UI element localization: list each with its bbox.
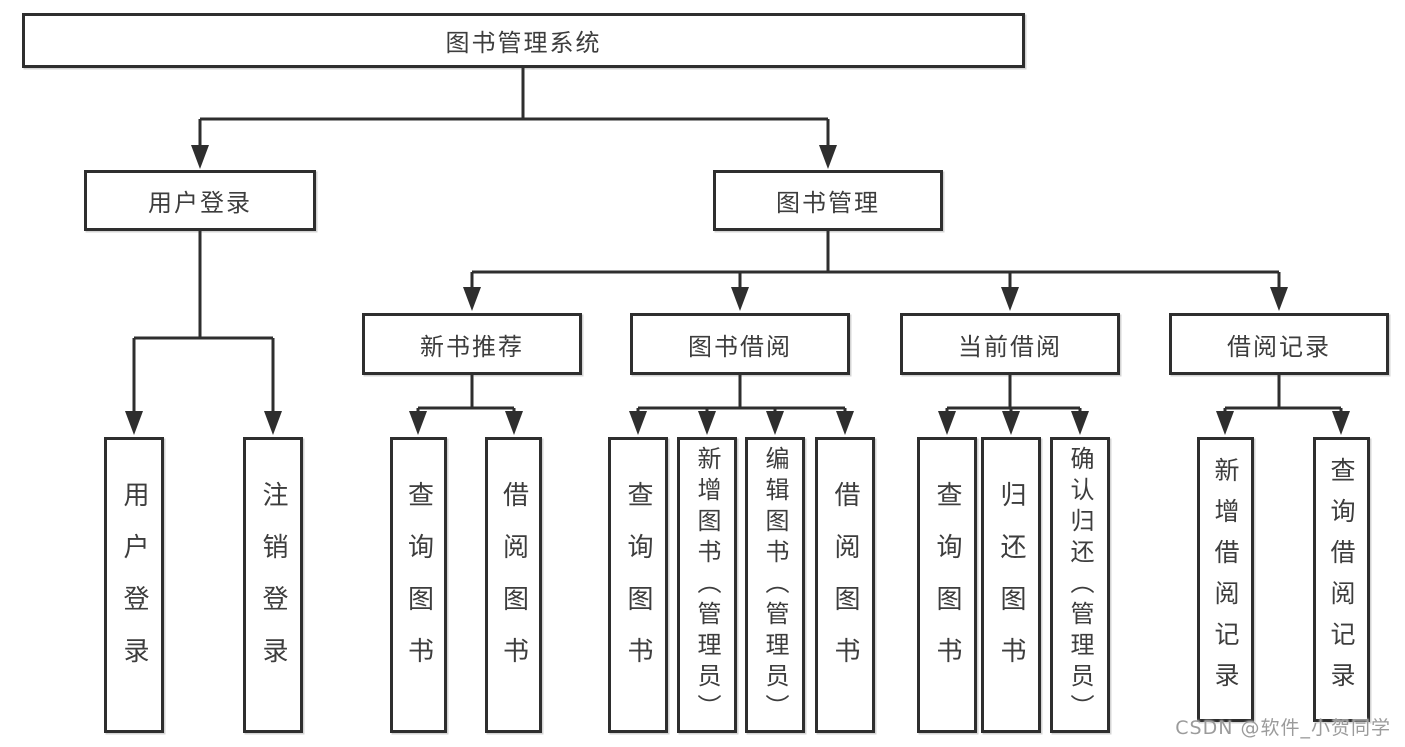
leaf-borrow-add-books-admin: 新增图书（管理员） — [677, 437, 737, 733]
node-book-management-system: 图书管理系统 — [22, 13, 1025, 68]
leaf-current-confirm-return-admin: 确认归还（管理员） — [1050, 437, 1110, 733]
node-book-management: 图书管理 — [713, 170, 943, 231]
node-label: 借阅记录 — [1227, 332, 1331, 361]
leaf-borrow-borrow-books: 借阅图书 — [815, 437, 875, 733]
leaf-current-return-books: 归还图书 — [981, 437, 1041, 733]
leaf-borrow-edit-books-admin: 编辑图书（管理员） — [745, 437, 805, 733]
leaf-label: 确认归还（管理员） — [1066, 445, 1094, 725]
node-label: 图书管理系统 — [445, 29, 602, 57]
node-current-borrow: 当前借阅 — [900, 313, 1120, 375]
node-label: 新书推荐 — [420, 332, 524, 361]
leaf-label: 查询图书 — [403, 481, 434, 689]
node-label: 当前借阅 — [958, 332, 1062, 361]
node-label: 用户登录 — [148, 189, 252, 217]
leaf-user-login: 用户登录 — [104, 437, 164, 733]
leaf-label: 查询图书 — [623, 481, 653, 689]
leaf-label: 注销登录 — [258, 481, 288, 689]
node-new-book-recommend: 新书推荐 — [362, 313, 582, 375]
leaf-label: 查询借阅记录 — [1327, 456, 1356, 703]
leaf-recommend-borrow-books: 借阅图书 — [485, 437, 542, 733]
node-book-borrow: 图书借阅 — [630, 313, 850, 375]
leaf-current-query-books: 查询图书 — [917, 437, 977, 733]
leaf-logout: 注销登录 — [243, 437, 303, 733]
leaf-label: 借阅图书 — [830, 481, 860, 689]
csdn-watermark: CSDN @软件_小贺同学 — [1175, 717, 1391, 739]
leaf-label: 用户登录 — [119, 481, 149, 689]
leaf-recommend-query-books: 查询图书 — [390, 437, 447, 733]
leaf-label: 新增图书（管理员） — [693, 445, 721, 725]
node-label: 图书管理 — [776, 189, 880, 217]
leaf-label: 新增借阅记录 — [1211, 456, 1240, 703]
node-user-login: 用户登录 — [84, 170, 316, 231]
leaf-records-add-record: 新增借阅记录 — [1197, 437, 1254, 722]
leaf-label: 编辑图书（管理员） — [761, 445, 789, 725]
leaf-records-query-record: 查询借阅记录 — [1313, 437, 1370, 722]
node-borrow-records: 借阅记录 — [1169, 313, 1389, 375]
leaf-label: 借阅图书 — [498, 481, 529, 689]
node-label: 图书借阅 — [688, 332, 792, 361]
leaf-label: 归还图书 — [996, 481, 1026, 689]
leaf-label: 查询图书 — [932, 481, 962, 689]
leaf-borrow-query-books: 查询图书 — [608, 437, 668, 733]
